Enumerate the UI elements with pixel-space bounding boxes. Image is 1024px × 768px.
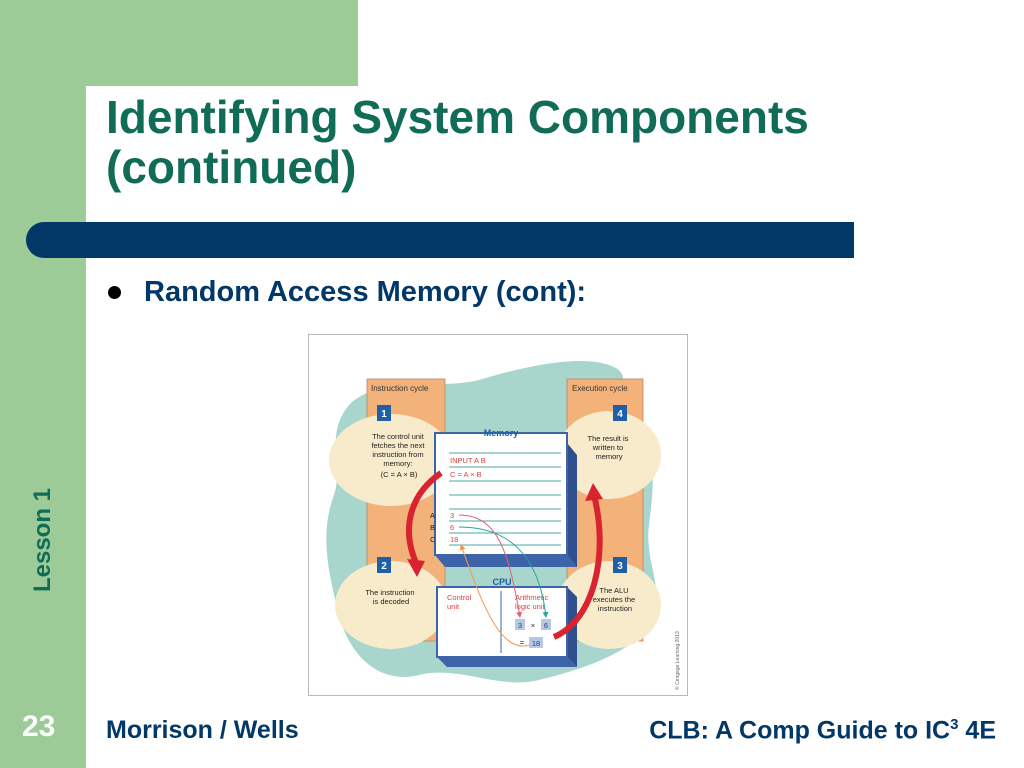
- flow-line-b: [458, 526, 549, 618]
- step4-text: The result is written to memory: [588, 434, 631, 461]
- alu-a: 3: [518, 621, 522, 630]
- cpu-label: CPU: [492, 577, 511, 587]
- title-divider-bar: [26, 222, 854, 258]
- var-c-label: C: [430, 535, 436, 544]
- fetch-arrowhead: [407, 559, 425, 577]
- step4-number: 4: [617, 409, 623, 420]
- memory-cycle-diagram: Instruction cycle Execution cycle 1 4 2 …: [326, 360, 681, 690]
- footer-authors: Morrison / Wells: [106, 716, 299, 744]
- top-green-band: [86, 0, 358, 86]
- step3-number: 3: [617, 561, 623, 572]
- alu-text: Arithmetic logic unit: [515, 593, 550, 611]
- var-b-label: B: [430, 523, 435, 532]
- title-corner: [86, 86, 358, 146]
- execution-cycle-label: Execution cycle: [572, 384, 628, 393]
- execute-arrowhead: [585, 483, 603, 501]
- memory-box-side: [567, 443, 577, 567]
- alu-a-box: [515, 619, 525, 630]
- step1-text: The control unit fetches the next instru…: [371, 432, 426, 479]
- alu-result-box: [529, 637, 543, 648]
- step3-number-box: [613, 557, 627, 573]
- var-a-label: A: [430, 511, 435, 520]
- footer-book-title: CLB: A Comp Guide to IC3 4E: [649, 716, 996, 745]
- val-c: 18: [450, 535, 458, 544]
- val-b: 6: [450, 523, 454, 532]
- bullet-text: Random Access Memory (cont):: [144, 276, 587, 308]
- footer-book-title-sup: 3: [950, 716, 959, 733]
- step4-number-box: [613, 405, 627, 421]
- control-unit-text: Control unit: [447, 593, 473, 611]
- memory-cycle-figure: Instruction cycle Execution cycle 1 4 2 …: [308, 334, 688, 696]
- slide-title-line1: Identifying System Components: [106, 91, 809, 143]
- val-a: 3: [450, 511, 454, 520]
- memory-row2: C = A × B: [450, 470, 482, 479]
- memory-label: Memory: [484, 428, 519, 438]
- step2-ellipse: [335, 561, 447, 649]
- footer-book-title-suffix: 4E: [958, 716, 996, 745]
- step4-ellipse: [557, 411, 661, 499]
- step1-number: 1: [381, 409, 387, 420]
- slide-title: Identifying System Components (continued…: [106, 92, 1006, 192]
- alu-result: 18: [532, 639, 540, 648]
- fetch-arrow: [406, 470, 443, 567]
- alu-b-box: [541, 619, 551, 630]
- flow-line-a: [458, 514, 523, 618]
- step2-text: The instruction is decoded: [365, 588, 416, 606]
- figure-copyright: © Cengage Learning 2013: [674, 631, 681, 690]
- step2-number-box: [377, 557, 391, 573]
- instruction-cycle-label: Instruction cycle: [371, 384, 429, 393]
- step2-number: 2: [381, 561, 387, 572]
- footer-book-title-prefix: CLB: A Comp Guide to IC: [649, 716, 951, 745]
- left-green-band: [0, 0, 86, 768]
- alu-b: 6: [544, 621, 548, 630]
- page-number: 23: [22, 710, 56, 743]
- execute-arrow: [552, 494, 603, 640]
- step1-ellipse: [329, 414, 453, 506]
- memory-box-bottom: [435, 555, 577, 567]
- lesson-label: Lesson 1: [29, 487, 56, 593]
- cpu-box-bottom: [437, 657, 577, 667]
- step3-ellipse: [557, 561, 661, 649]
- slide-title-line2: (continued): [106, 141, 357, 193]
- bullet-dot-icon: [108, 286, 121, 299]
- alu-eq: =: [520, 638, 525, 647]
- memory-row1: INPUT A B: [450, 456, 486, 465]
- alu-op: ×: [531, 621, 535, 630]
- step3-text: The ALU executes the instruction: [593, 586, 638, 613]
- step1-number-box: [377, 405, 391, 421]
- flow-line-c: [459, 544, 530, 647]
